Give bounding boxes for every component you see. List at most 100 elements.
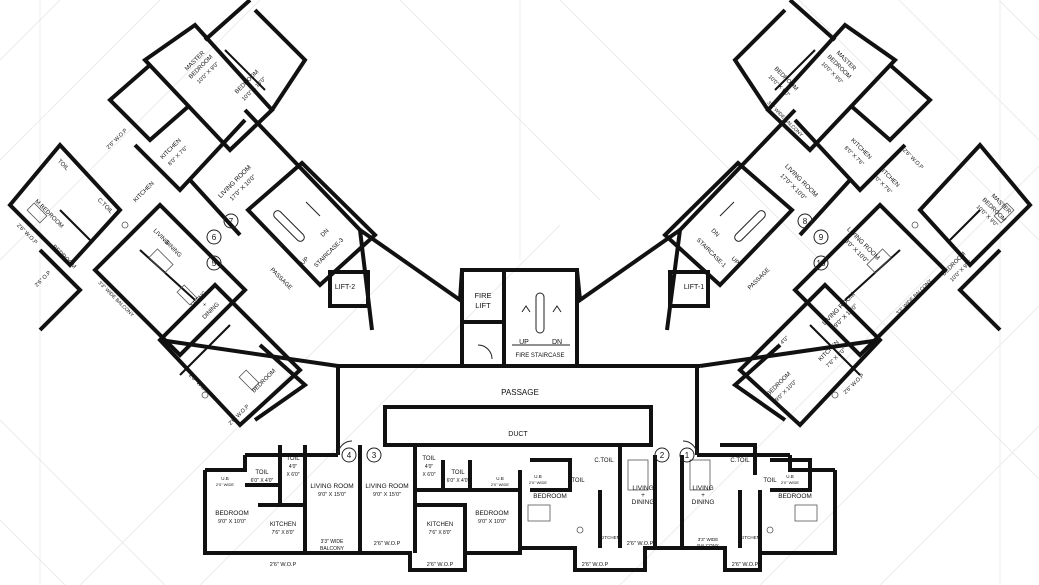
fire-lift-label-2: LIFT (475, 301, 491, 310)
u2-toil-a-size-1: 4'0" (425, 464, 434, 470)
duct-label: DUCT (508, 431, 528, 438)
left-living-1c: DINING (163, 240, 182, 259)
u2-toil-b: TOIL (451, 470, 465, 476)
central-core (336, 268, 700, 455)
left-wop-d: 2'6" W.O.P (106, 128, 129, 151)
left-passage-label: PASSAGE (269, 267, 293, 291)
staircase-3-dn: DN (320, 228, 330, 238)
u4-living-2: + (701, 492, 705, 499)
u2-toil-a-size-2: X 6'0" (422, 472, 435, 478)
right-balcony-2-label: 3'3" WIDE BALCONY (895, 278, 934, 317)
left-living-2b: + (202, 302, 209, 309)
u1-ub-size: 2'0" WIDE (216, 482, 235, 487)
u1-living-size: 9'0" X 15'0" (318, 492, 346, 498)
u3-ub: U.B (534, 474, 542, 479)
u3-living-2: + (641, 492, 645, 499)
bottom-labels: TOIL 6'0" X 4'0" TOIL 4'0" X 6'0" U.B 2'… (215, 456, 819, 568)
u1-toil-a: TOIL (255, 470, 269, 476)
u1-bedroom: BEDROOM (215, 510, 249, 517)
u3-toil: TOIL (571, 478, 585, 484)
lift-1-label: LIFT-1 (684, 284, 704, 291)
fire-stair-up: UP (519, 339, 529, 346)
u2-kitchen-size: 7'6" X 8'0" (429, 530, 452, 536)
fire-staircase-label: FIRE STAIRCASE (516, 353, 565, 359)
u4-ub-size: 2'0" WIDE (781, 480, 800, 485)
u1-balcony-2: BALCONY (320, 546, 345, 552)
flat-number-8: 8 (803, 217, 808, 226)
right-passage-label: PASSAGE (747, 267, 771, 291)
u3-living-1: LIVING (632, 485, 653, 492)
flat-number-1: 1 (685, 451, 690, 460)
right-wing (575, 0, 1033, 428)
u4-ub: U.B (786, 474, 794, 479)
u4-bedroom: BEDROOM (778, 493, 812, 500)
u3-wop-2: 2'6" W.O.P (582, 562, 609, 568)
u2-living: LIVING ROOM (365, 483, 408, 490)
u2-kitchen: KITCHEN (427, 522, 453, 528)
u4-balcony-1: 3'3" WIDE (698, 537, 718, 542)
staircase-3-up: UP (300, 256, 310, 266)
left-balcony-label: 3'3" WIDE BALCONY (97, 280, 136, 319)
u1-toil-b-size-2: X 6'0" (286, 472, 299, 478)
u2-bedroom-size: 9'0" X 10'0" (478, 519, 506, 525)
flat-number-markers: 1 2 3 4 5 6 7 8 9 10 (206, 213, 829, 463)
fire-lift-label-1: FIRE (474, 291, 491, 300)
central-labels: PASSAGE DUCT FIRE LIFT FIRE STAIRCASE UP… (474, 291, 564, 438)
left-living-1b: + (163, 240, 170, 247)
u2-living-size: 9'0" X 15'0" (373, 492, 401, 498)
staircase-1-dn: DN (710, 228, 720, 238)
u1-toil-b: TOIL (286, 456, 300, 462)
u2-toil-b-size: 6'0" X 4'0" (447, 478, 470, 484)
u2-toil-a: TOIL (422, 456, 436, 462)
u2-ub: U.B (496, 476, 504, 481)
flat-number-5: 5 (212, 259, 217, 268)
left-op-label: 2'6" O.P (34, 270, 53, 289)
u3-c-toil: C.TOIL (594, 458, 614, 464)
u3-wop-1: 2'6" W.O.P (627, 541, 654, 547)
u1-kitchen: KITCHEN (270, 522, 296, 528)
u4-living-3: DINING (692, 499, 715, 506)
u1-wop-2: 2'6" W.O.P (270, 562, 297, 568)
lift-2-label: LIFT-2 (335, 284, 355, 291)
right-wop-a: 2'6" W.O.P (901, 148, 924, 171)
staircase-1-up: UP (730, 256, 740, 266)
left-wing (7, 0, 464, 428)
u2-ub-size: 2'0" WIDE (491, 482, 510, 487)
u2-wop-2: 2'6" W.O.P (427, 562, 454, 568)
u1-bedroom-size: 9'0" X 10'0" (218, 519, 246, 525)
u4-toil: TOIL (763, 478, 777, 484)
u1-toil-a-size: 6'0" X 4'0" (251, 478, 274, 484)
bottom-units (203, 440, 837, 572)
flat-number-3: 3 (372, 451, 377, 460)
left-wop-a: 2'6" W.O.P (15, 223, 38, 246)
u3-living-3: DINING (632, 499, 655, 506)
flat-number-9: 9 (819, 233, 824, 242)
u4-kitchen: KITCHEN (740, 535, 760, 540)
left-kitchen-2-label: KITCHEN (133, 181, 156, 204)
u4-c-toil: C.TOIL (730, 458, 750, 464)
u4-living-1: LIVING (692, 485, 713, 492)
flat-number-4: 4 (347, 451, 352, 460)
u3-bedroom: BEDROOM (533, 493, 567, 500)
flat-number-10: 10 (817, 259, 826, 268)
u1-kitchen-size: 7'6" X 8'0" (272, 530, 295, 536)
u1-wop-1: 2'6" W.O.P (215, 551, 242, 557)
flat-number-6: 6 (212, 233, 217, 242)
left-wop-b: 2'6" W.O.P (187, 373, 210, 396)
u3-ub-size: 2'0" WIDE (529, 480, 548, 485)
u4-balcony-2: BALCONY (697, 543, 719, 548)
u1-balcony-1: 3'3" WIDE (321, 539, 344, 545)
u1-living: LIVING ROOM (310, 483, 353, 490)
u3-kitchen: KITCHEN (600, 535, 620, 540)
u1-ub: U.B (221, 476, 229, 481)
u2-bedroom: BEDROOM (475, 510, 509, 517)
u1-toil-b-size-1: 4'0" (289, 464, 298, 470)
left-bedroom-3-label: BEDROOM (251, 368, 277, 394)
flat-number-7: 7 (229, 217, 234, 226)
fire-stair-dn: DN (552, 339, 562, 346)
left-toil-label: TOIL (56, 158, 70, 172)
flat-number-2: 2 (660, 451, 665, 460)
u4-wop-2: 2'6" W.O.P (732, 562, 759, 568)
left-m-bedroom-label: M.BEDROOM (33, 199, 64, 230)
